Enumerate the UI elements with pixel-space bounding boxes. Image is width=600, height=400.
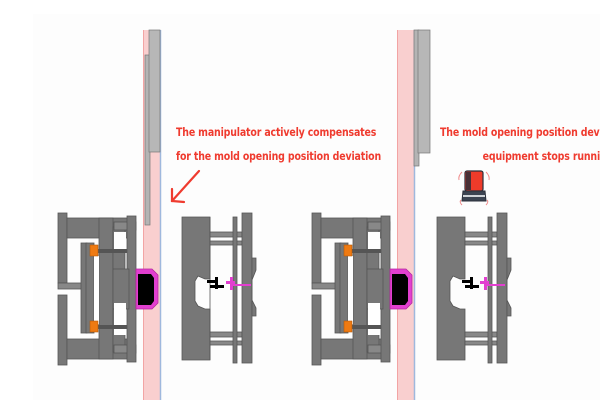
mold-window — [114, 232, 126, 249]
gripper-tip — [480, 277, 505, 290]
molded-part — [138, 274, 154, 305]
guide-pillar-top — [343, 244, 353, 257]
mold-window — [94, 256, 99, 324]
scene-compensation — [57, 29, 257, 400]
stationary-mold-half — [436, 212, 512, 364]
ejector-pins — [462, 277, 479, 289]
robot-arm-band — [397, 30, 414, 400]
guide-pillar-top — [89, 244, 99, 257]
guide-rod — [348, 325, 381, 329]
guide-rod — [94, 249, 127, 253]
guide-pillar-bottom — [343, 320, 353, 333]
caption-line: The mold opening position deviatio — [440, 125, 600, 139]
scene-stop — [311, 29, 512, 400]
caption-stop: The mold opening position deviatio equip… — [440, 120, 600, 168]
caption-line: for the mold opening position deviation — [176, 149, 382, 163]
caption-line: The manipulator actively compensates — [176, 125, 377, 139]
mold-window — [368, 232, 380, 249]
moving-mold-half — [57, 212, 137, 366]
compensation-arrow — [170, 169, 201, 204]
mold-window — [114, 303, 126, 335]
mold-window — [368, 303, 380, 335]
alarm-light-icon — [458, 170, 490, 206]
mold-window — [348, 256, 353, 324]
ejector-pins — [207, 277, 224, 289]
molded-part — [392, 274, 408, 305]
stationary-mold-half — [181, 212, 257, 364]
guide-pillar-bottom — [89, 320, 99, 333]
caption-line: equipment stops running — [482, 149, 600, 163]
manipulator-column — [148, 29, 161, 153]
moving-mold-half — [311, 212, 391, 366]
caption-compensation: The manipulator actively compensates for… — [176, 120, 381, 168]
gripper-tip — [226, 277, 251, 290]
guide-rod — [94, 325, 127, 329]
guide-rod — [348, 249, 381, 253]
manipulator-column — [417, 29, 431, 154]
